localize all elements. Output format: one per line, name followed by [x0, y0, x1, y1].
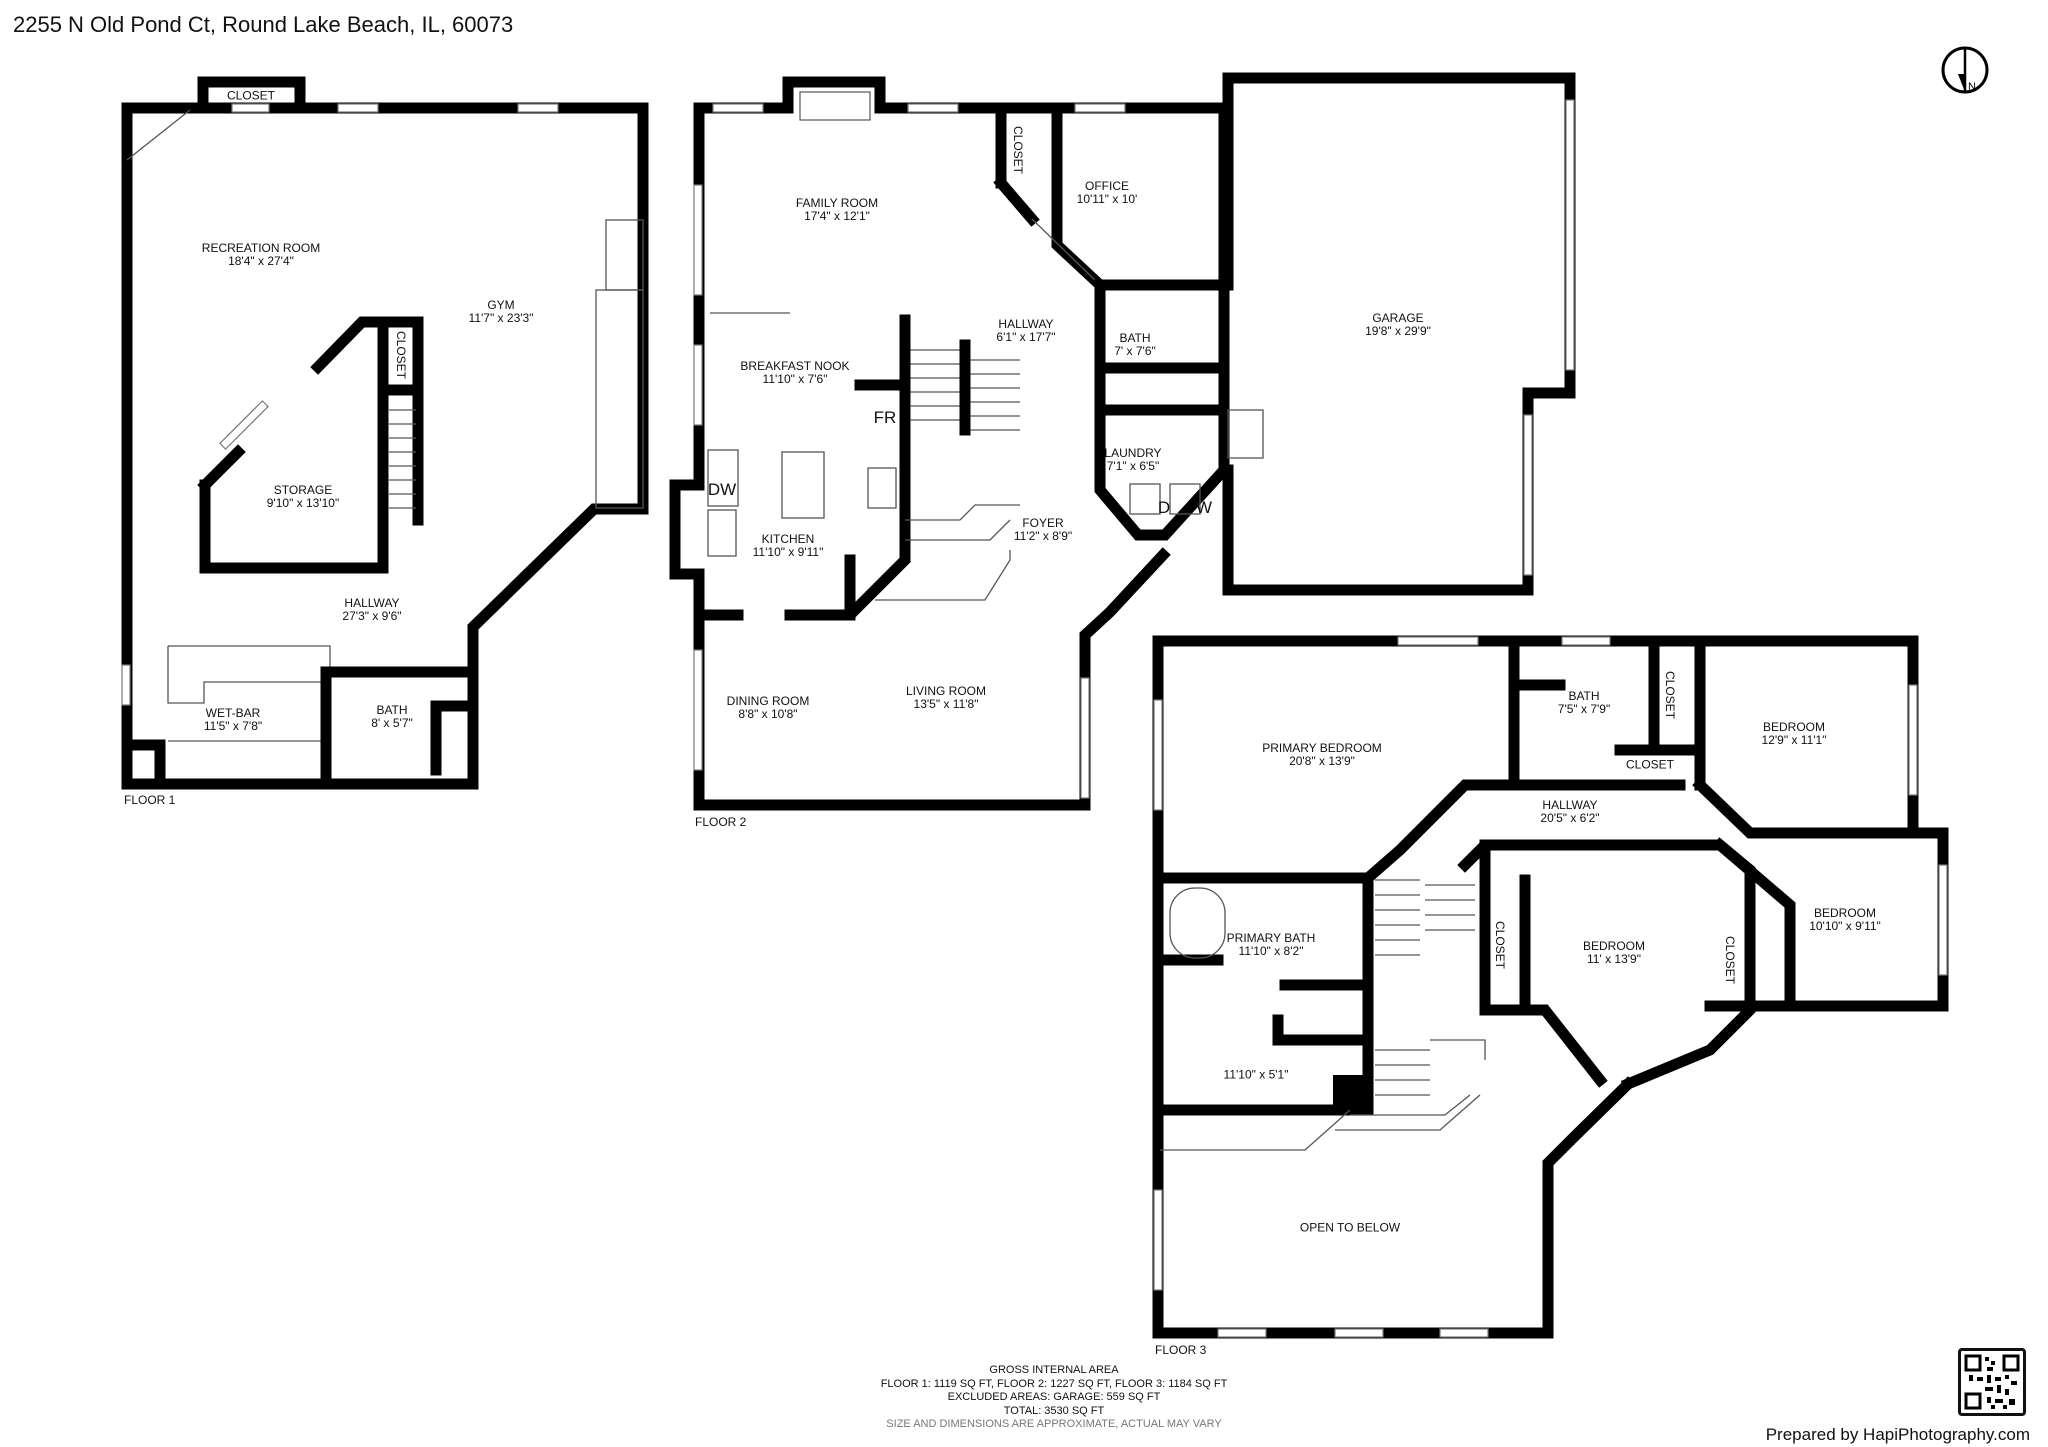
- floor-1-plan: [121, 76, 649, 790]
- summary-total: TOTAL: 3530 SQ FT: [1003, 1404, 1105, 1417]
- floor-2-plan: [669, 72, 1576, 811]
- room-open-to-below: OPEN TO BELOW: [1299, 1220, 1401, 1235]
- washer-label: W: [1195, 498, 1213, 517]
- summary-floors: FLOOR 1: 1119 SQ FT, FLOOR 2: 1227 SQ FT…: [880, 1377, 1228, 1390]
- property-address: 2255 N Old Pond Ct, Round Lake Beach, IL…: [13, 12, 514, 37]
- room-closet-3c: CLOSET: [1493, 920, 1507, 970]
- summary-excluded: EXCLUDED AREAS: GARAGE: 559 SQ FT: [947, 1391, 1161, 1403]
- room-closet-1a: CLOSET: [226, 88, 276, 103]
- fridge-label: FR: [873, 408, 897, 427]
- summary-title: GROSS INTERNAL AREA: [989, 1364, 1119, 1376]
- north-arrow-icon: N: [1941, 46, 1989, 94]
- floor-1-label: FLOOR 1: [124, 793, 176, 807]
- gross-area-summary: GROSS INTERNAL AREA FLOOR 1: 1119 SQ FT,…: [754, 1364, 1354, 1432]
- room-closet-3d: CLOSET: [1723, 935, 1737, 985]
- room-closet-3a: CLOSET: [1663, 670, 1677, 720]
- dryer-label: D: [1157, 498, 1171, 517]
- floor-3-plan: [1152, 635, 1949, 1339]
- room-closet-3b: CLOSET: [1625, 757, 1675, 772]
- prepared-by-credit: Prepared by HapiPhotography.com: [1765, 1425, 2030, 1444]
- floor-3-label: FLOOR 3: [1155, 1343, 1207, 1357]
- room-closet-2: CLOSET: [1011, 125, 1025, 175]
- room-closet-1b: CLOSET: [394, 330, 408, 380]
- room-walk-in-closet: 11'10" x 5'1": [1223, 1067, 1289, 1082]
- compass-n-label: N: [1968, 81, 1976, 93]
- summary-disclaimer: SIZE AND DIMENSIONS ARE APPROXIMATE, ACT…: [886, 1418, 1222, 1430]
- floor-2-label: FLOOR 2: [695, 815, 747, 829]
- qr-code-icon[interactable]: [1958, 1348, 2026, 1416]
- dishwasher-label: DW: [707, 480, 737, 499]
